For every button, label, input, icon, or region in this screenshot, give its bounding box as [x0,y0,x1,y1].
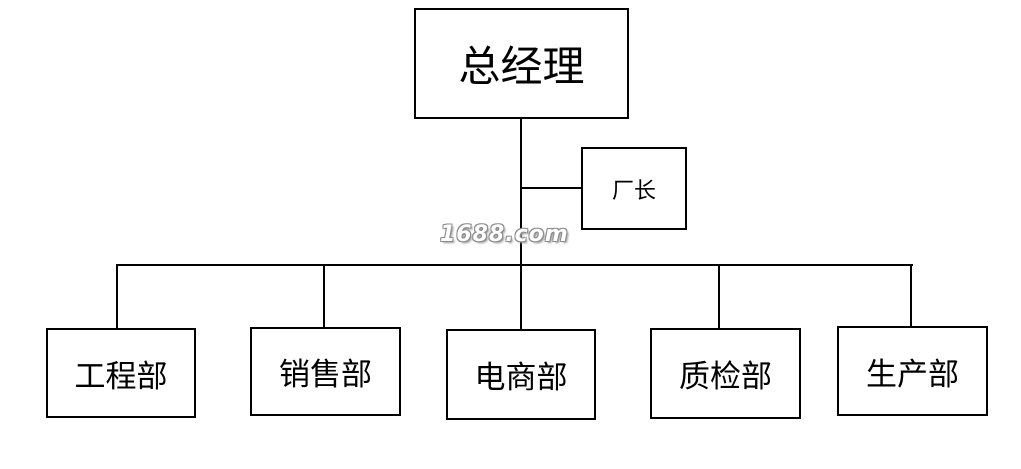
factory-director-node: 厂长 [581,147,687,230]
production-dept-label: 生产部 [866,356,959,393]
ceo-label: 总经理 [458,42,585,91]
sales-dept-node: 销售部 [250,327,401,416]
sales-dept-label: 销售部 [279,357,372,393]
departments-horizontal-bus [116,264,913,266]
ecommerce-dept-label: 电商部 [474,360,568,396]
quality-drop-connector [718,264,720,329]
engineering-dept-label: 工程部 [74,358,168,395]
quality-dept-node: 质检部 [650,328,801,419]
sales-drop-connector [323,264,325,328]
engineering-drop-connector [116,264,118,329]
factory-director-branch-connector [521,187,582,189]
ceo-node: 总经理 [414,8,629,119]
watermark-text: 1688.com [440,222,569,247]
ceo-vertical-connector [520,118,522,329]
ecommerce-dept-node: 电商部 [446,329,596,420]
quality-dept-label: 质检部 [679,359,772,395]
production-dept-node: 生产部 [837,326,988,416]
production-drop-connector [910,264,912,327]
factory-director-label: 厂长 [611,178,656,204]
engineering-dept-node: 工程部 [46,328,196,418]
